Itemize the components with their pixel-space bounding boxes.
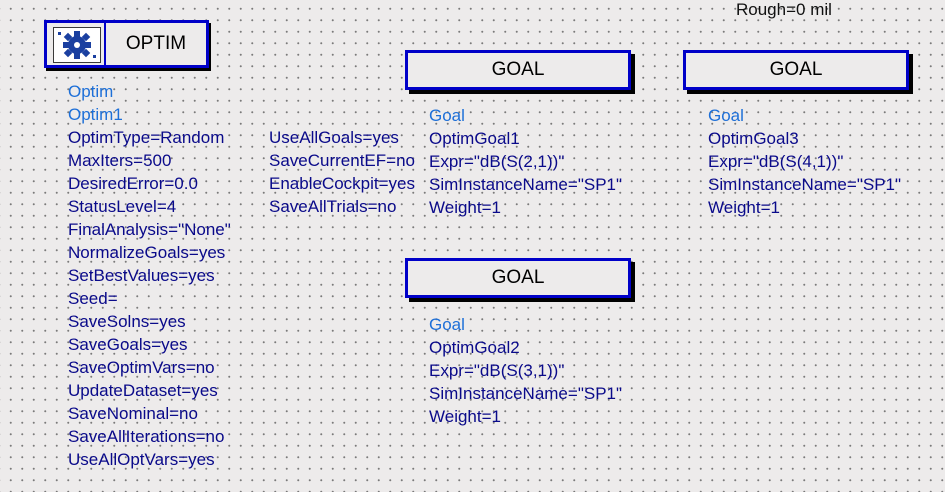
goal-instance-name: OptimGoal3 xyxy=(708,129,799,148)
parameter-line: Seed= xyxy=(68,289,118,308)
parameter-line: SimInstanceName="SP1" xyxy=(429,384,623,403)
parameter-line: FinalAnalysis="None" xyxy=(68,220,231,239)
parameter-line: SetBestValues=yes xyxy=(68,266,215,285)
parameter-line: SaveNominal=no xyxy=(68,404,198,423)
parameter-line: SaveAllTrials=no xyxy=(269,197,397,216)
parameter-line: SimInstanceName="SP1" xyxy=(708,175,902,194)
optim-symbol-label: OPTIM xyxy=(125,33,187,54)
parameter-line: Weight=1 xyxy=(708,198,780,217)
goal-type-name: Goal xyxy=(429,106,465,125)
goal-component-symbol-3[interactable]: GOAL xyxy=(683,50,909,90)
parameter-line: DesiredError=0.0 xyxy=(68,174,198,193)
parameter-line: UseAllOptVars=yes xyxy=(68,450,215,469)
goal-type-name: Goal xyxy=(708,106,744,125)
parameter-line: Expr="dB(S(2,1))" xyxy=(429,152,565,171)
parameter-line: MaxIters=500 xyxy=(68,151,172,170)
parameter-line: EnableCockpit=yes xyxy=(269,174,416,193)
parameter-line: Weight=1 xyxy=(429,407,501,426)
parameter-line: SaveGoals=yes xyxy=(68,335,188,354)
optim-component-symbol[interactable]: OPTIM xyxy=(44,20,209,68)
parameter-line: OptimType=Random xyxy=(68,128,225,147)
parameter-line: SaveOptimVars=no xyxy=(68,358,215,377)
parameter-line: SaveCurrentEF=no xyxy=(269,151,415,170)
parameter-line: Expr="dB(S(4,1))" xyxy=(708,152,844,171)
parameter-line: UseAllGoals=yes xyxy=(269,128,399,147)
parameter-line: Weight=1 xyxy=(429,198,501,217)
optim-symbol-divider xyxy=(104,23,106,65)
goal-symbol-label: GOAL xyxy=(769,59,823,80)
goal-instance-name: OptimGoal2 xyxy=(429,338,520,357)
goal-symbol-label: GOAL xyxy=(491,59,545,80)
optim-instance-name: Optim1 xyxy=(68,105,123,124)
goal-type-name: Goal xyxy=(429,315,465,334)
goal-instance-name: OptimGoal1 xyxy=(429,129,520,148)
parameter-line: NormalizeGoals=yes xyxy=(68,243,226,262)
goal-component-symbol-1[interactable]: GOAL xyxy=(405,50,631,90)
goal-symbol-label: GOAL xyxy=(491,267,545,288)
parameter-line: StatusLevel=4 xyxy=(68,197,177,216)
parameter-line: SaveAllIterations=no xyxy=(68,427,225,446)
parameter-line: SimInstanceName="SP1" xyxy=(429,175,623,194)
parameter-line: Expr="dB(S(3,1))" xyxy=(429,361,565,380)
parameter-line: UpdateDataset=yes xyxy=(68,381,218,400)
parameter-line: SaveSolns=yes xyxy=(68,312,186,331)
rough-annotation: Rough=0 mil xyxy=(736,0,832,19)
goal-component-symbol-2[interactable]: GOAL xyxy=(405,258,631,298)
optim-type-name: Optim xyxy=(68,82,114,101)
optim-gear-icon xyxy=(53,27,101,63)
